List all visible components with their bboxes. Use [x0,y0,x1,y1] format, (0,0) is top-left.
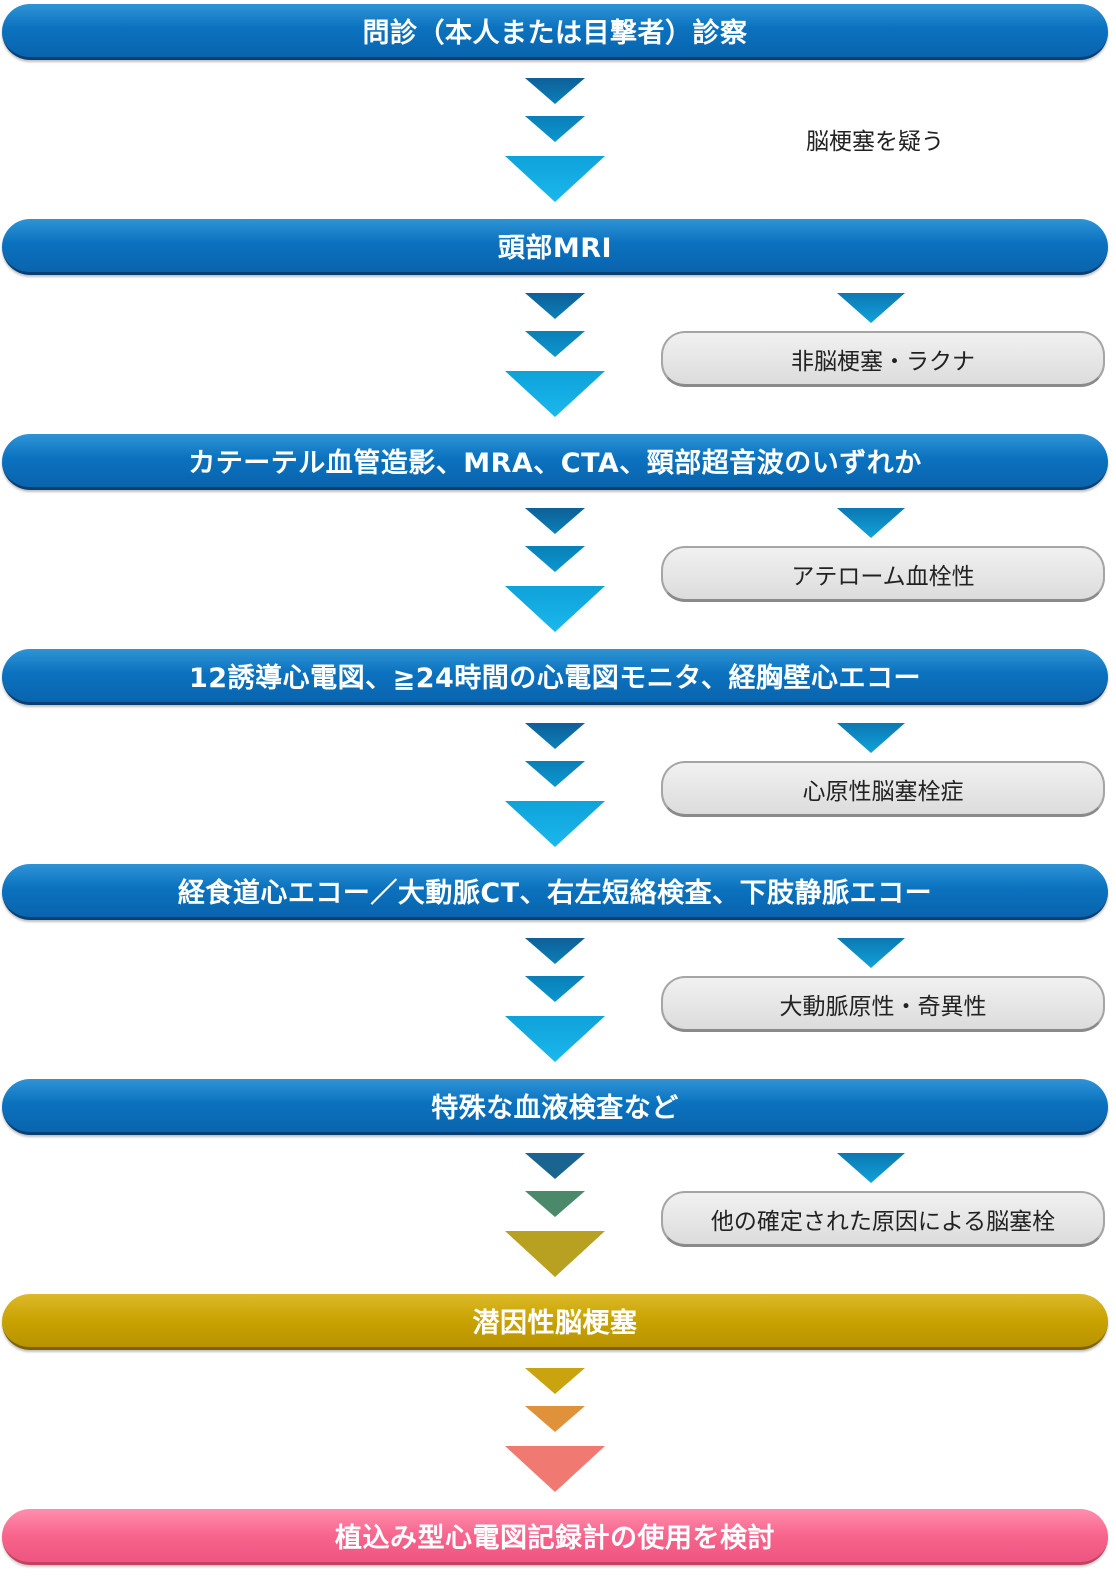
down-arrow-large [505,1446,605,1492]
down-arrow-small [525,723,585,749]
down-arrow-large [505,156,605,202]
down-arrow-small [525,1368,585,1394]
branch-other-determined-cause: 他の確定された原因による脳塞栓 [661,1191,1105,1247]
down-arrow-small [525,1191,585,1217]
branch-atherothrombotic: アテローム血栓性 [661,546,1105,602]
down-arrow-small [525,293,585,319]
down-arrow-large [505,371,605,417]
down-arrow-small [525,331,585,357]
suspect-stroke-note: 脳梗塞を疑う [806,129,944,155]
branch-arrow [837,1153,905,1183]
step-2-head-mri: 頭部MRI [2,219,1108,275]
step-6-special-blood-tests: 特殊な血液検査など [2,1079,1108,1135]
branch-arrow [837,508,905,538]
down-arrow-large [505,586,605,632]
branch-arrow [837,293,905,323]
down-arrow-large [505,801,605,847]
step-1-history-exam: 問診（本人または目撃者）診察 [2,4,1108,60]
branch-aortic-paradoxical: 大動脈原性・奇異性 [661,976,1105,1032]
branch-non-stroke-lacunar: 非脳梗塞・ラクナ [661,331,1105,387]
branch-arrow [837,723,905,753]
step-5-tee-ct-shunt-venous: 経食道心エコー／大動脈CT、右左短絡検査、下肢静脈エコー [2,864,1108,920]
step-8-consider-icm: 植込み型心電図記録計の使用を検討 [2,1509,1108,1565]
branch-cardioembolic: 心原性脳塞栓症 [661,761,1105,817]
down-arrow-small [525,1406,585,1432]
down-arrow-small [525,546,585,572]
down-arrow-small [525,508,585,534]
down-arrow-large [505,1231,605,1277]
step-3-vascular-imaging: カテーテル血管造影、MRA、CTA、頸部超音波のいずれか [2,434,1108,490]
step-7-cryptogenic-stroke: 潜因性脳梗塞 [2,1294,1108,1350]
step-4-ecg-echo: 12誘導心電図、≧24時間の心電図モニタ、経胸壁心エコー [2,649,1108,705]
down-arrow-small [525,976,585,1002]
down-arrow-small [525,1153,585,1179]
branch-arrow [837,938,905,968]
down-arrow-small [525,938,585,964]
down-arrow-small [525,761,585,787]
down-arrow-large [505,1016,605,1062]
down-arrow-small [525,116,585,142]
down-arrow-small [525,78,585,104]
